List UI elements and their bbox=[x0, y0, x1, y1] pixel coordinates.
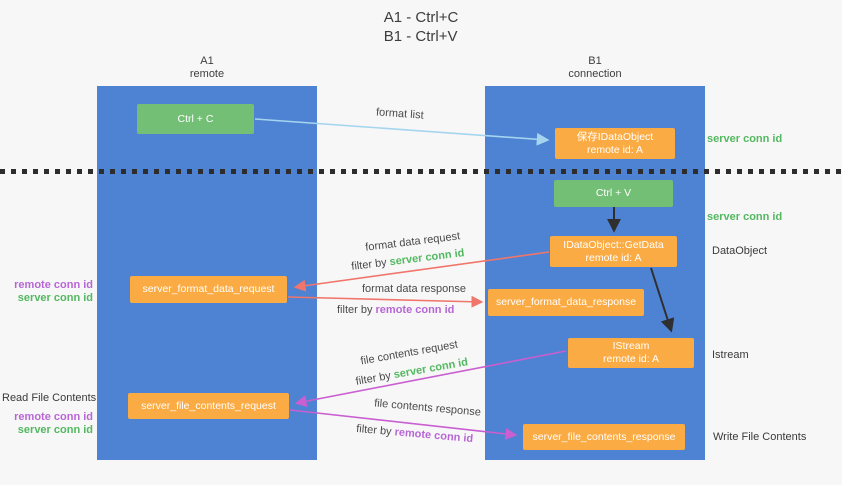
lane-header-a1: A1 remote bbox=[97, 55, 317, 81]
side-label-remote-conn-id-lower: remote conn id bbox=[14, 411, 93, 423]
side-label-server-conn-id-top: server conn id bbox=[707, 133, 783, 145]
dotted-divider-line bbox=[0, 169, 842, 174]
lane-b1-role: connection bbox=[568, 68, 622, 80]
side-label-remote-conn-id-upper: remote conn id bbox=[14, 279, 93, 291]
node-file-response-label: server_file_contents_response bbox=[532, 430, 676, 443]
node-ctrl-c: Ctrl + C bbox=[137, 104, 254, 134]
side-label-dataobject: DataObject bbox=[712, 245, 768, 257]
node-istream-line2: remote id: A bbox=[602, 353, 660, 365]
lane-b1-name: B1 bbox=[588, 55, 602, 67]
node-ctrl-v-label: Ctrl + V bbox=[595, 187, 632, 199]
arrow-format-list bbox=[254, 118, 550, 146]
lane-header-b1: B1 connection bbox=[485, 55, 705, 81]
node-file-request-label: server_file_contents_request bbox=[141, 399, 276, 412]
title-line-ctrl-c: A1 - Ctrl+C bbox=[383, 9, 459, 26]
node-server-format-data-response: server_format_data_response bbox=[488, 289, 644, 316]
arrow-format-data-response bbox=[287, 295, 484, 308]
arrow-file-contents-request bbox=[294, 350, 567, 408]
node-istream: IStream remote id: A bbox=[568, 338, 694, 368]
remote-conn-id-text: remote conn id bbox=[375, 304, 455, 316]
node-getdata-line1: IDataObject::GetData bbox=[563, 238, 664, 251]
side-label-write-file-contents: Write File Contents bbox=[713, 431, 807, 443]
node-server-file-contents-response: server_file_contents_response bbox=[523, 424, 685, 450]
node-ctrl-c-label: Ctrl + C bbox=[177, 112, 214, 125]
side-label-server-conn-id-upper: server conn id bbox=[17, 292, 93, 304]
title-line-ctrl-v: B1 - Ctrl+V bbox=[383, 28, 458, 45]
arrow-file-contents-response bbox=[289, 409, 518, 440]
lane-a1-role: remote bbox=[189, 68, 225, 80]
side-label-read-file-contents: Read File Contents bbox=[2, 392, 97, 404]
side-label-istream: Istream bbox=[712, 349, 749, 361]
node-save-idataobject-line2: remote id: A bbox=[586, 143, 644, 156]
arrow-getdata-to-istream bbox=[650, 267, 675, 333]
node-server-format-data-request: server_format_data_request bbox=[130, 276, 287, 303]
lane-a1-name: A1 bbox=[200, 55, 214, 67]
caption-filter-by-remote-conn-id-1: filter by remote conn id bbox=[337, 304, 454, 316]
filter-by-text: filter by bbox=[337, 304, 376, 316]
node-save-idataobject-line1: 保存IDataObject bbox=[576, 130, 654, 143]
side-label-server-conn-id-lower: server conn id bbox=[17, 424, 93, 436]
caption-format-data-response: format data response bbox=[362, 283, 466, 295]
side-label-server-conn-id-mid: server conn id bbox=[707, 211, 783, 223]
node-getdata-line2: remote id: A bbox=[585, 251, 642, 264]
diagram-title: A1 - Ctrl+C B1 - Ctrl+V bbox=[0, 8, 842, 46]
node-server-file-contents-request: server_file_contents_request bbox=[128, 393, 289, 419]
node-format-response-label: server_format_data_response bbox=[495, 296, 637, 308]
node-istream-line1: IStream bbox=[612, 340, 650, 352]
node-idataobject-getdata: IDataObject::GetData remote id: A bbox=[550, 236, 677, 267]
node-save-idataobject: 保存IDataObject remote id: A bbox=[555, 128, 675, 159]
arrow-format-data-request bbox=[293, 251, 550, 292]
node-format-request-label: server_format_data_request bbox=[142, 283, 275, 295]
node-ctrl-v: Ctrl + V bbox=[554, 180, 673, 207]
